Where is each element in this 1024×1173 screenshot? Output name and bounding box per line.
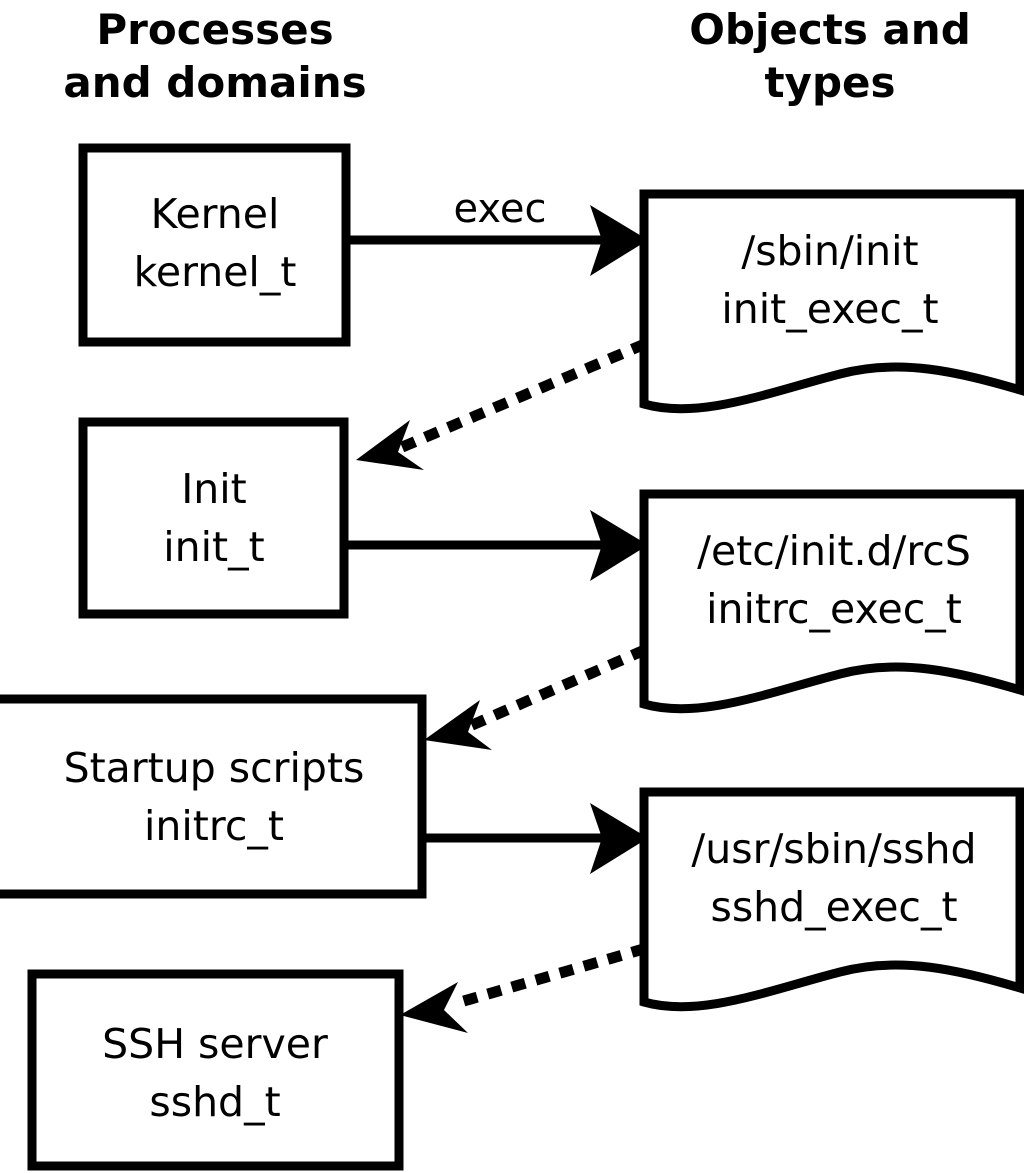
object-node-initrc-exec[interactable]: /etc/init.d/rcS initrc_exec_t xyxy=(639,489,1024,714)
object-label-line2: initrc_exec_t xyxy=(706,585,962,633)
object-label-line2: init_exec_t xyxy=(721,285,938,333)
document-shape[interactable] xyxy=(639,787,1024,1012)
process-label-line1: Kernel xyxy=(151,190,280,238)
process-box[interactable] xyxy=(27,969,404,1171)
document-shape[interactable] xyxy=(639,489,1024,714)
object-label-line2: sshd_exec_t xyxy=(710,883,957,931)
process-box[interactable] xyxy=(78,143,351,347)
header-objects-line1: Objects and xyxy=(689,5,971,54)
object-label-line1: /etc/init.d/rcS xyxy=(697,527,971,575)
process-node-kernel[interactable]: Kernel kernel_t xyxy=(78,143,351,347)
edge-line xyxy=(392,338,648,456)
process-node-initrc[interactable]: Startup scripts initrc_t xyxy=(0,694,427,899)
edge-init-exec-to-init xyxy=(356,338,648,470)
arrowhead-icon xyxy=(590,205,648,276)
object-node-sshd-exec[interactable]: /usr/sbin/sshd sshd_exec_t xyxy=(639,787,1024,1012)
edge-line xyxy=(443,943,647,1012)
edge-kernel-to-init-exec: exec xyxy=(350,186,648,276)
arrowhead-icon xyxy=(400,982,468,1033)
edge-sshd-exec-to-sshd xyxy=(400,943,647,1033)
process-node-sshd[interactable]: SSH server sshd_t xyxy=(27,969,404,1171)
object-label-line1: /sbin/init xyxy=(741,227,918,275)
column-header-right: Objects and types xyxy=(689,5,971,107)
header-objects-line2: types xyxy=(764,58,895,107)
process-label-line1: SSH server xyxy=(102,1020,328,1068)
arrowhead-icon xyxy=(590,803,648,874)
edge-label-exec: exec xyxy=(454,186,547,232)
edge-initrc-exec-to-initrc xyxy=(424,644,648,750)
edge-init-to-initrc-exec xyxy=(348,510,648,581)
object-label-line1: /usr/sbin/sshd xyxy=(691,825,976,873)
process-box[interactable] xyxy=(0,694,427,899)
process-label-line2: sshd_t xyxy=(149,1078,280,1126)
arrowhead-icon xyxy=(424,700,492,750)
process-label-line2: init_t xyxy=(163,523,264,571)
edge-initrc-to-sshd-exec xyxy=(426,803,648,874)
document-shape[interactable] xyxy=(639,189,1024,414)
arrowhead-icon xyxy=(590,510,648,581)
process-label-line1: Startup scripts xyxy=(64,744,365,792)
header-processes-line2: and domains xyxy=(63,58,366,107)
process-node-init[interactable]: Init init_t xyxy=(78,417,349,619)
object-node-init-exec[interactable]: /sbin/init init_exec_t xyxy=(639,189,1024,414)
column-header-left: Processes and domains xyxy=(63,5,366,107)
process-box[interactable] xyxy=(78,417,349,619)
arrowhead-icon xyxy=(356,420,424,470)
edge-line xyxy=(462,644,648,734)
process-label-line2: kernel_t xyxy=(134,248,297,296)
header-processes-line1: Processes xyxy=(96,5,333,54)
process-label-line2: initrc_t xyxy=(144,802,284,850)
process-label-line1: Init xyxy=(181,465,247,513)
